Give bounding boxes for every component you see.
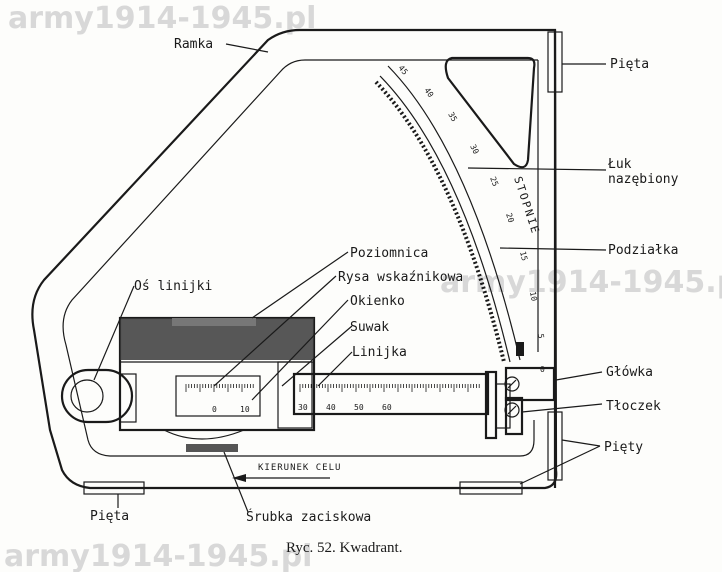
watermark-top: army1914-1945.pl xyxy=(8,1,316,36)
labels: Ramka Pięta Łuk nazębiony Podziałka Pozi… xyxy=(90,37,679,556)
arc-tick-45: 45 xyxy=(396,64,409,77)
arc-scale: 45 40 35 30 25 20 15 10 5 0 STOPNIE xyxy=(396,64,545,374)
figure-caption: Ryc. 52. Kwadrant. xyxy=(286,540,402,556)
label-suwak: Suwak xyxy=(350,320,389,335)
label-piety: Pięty xyxy=(604,440,643,455)
arc-tick-0: 0 xyxy=(540,365,545,374)
arc-tick-35: 35 xyxy=(446,111,459,124)
heel-left xyxy=(83,481,145,495)
label-linijka: Linijka xyxy=(352,345,407,360)
clamp-screw xyxy=(163,429,245,452)
leader-lines xyxy=(93,43,607,513)
heel-right-bottom xyxy=(459,481,523,495)
direction-arrow: KIERUNEK CELU xyxy=(232,463,341,482)
frame xyxy=(31,28,558,490)
label-rysa: Rysa wskaźnikowa xyxy=(338,270,463,285)
triangle-cutout xyxy=(444,56,536,169)
ruler-tick-50: 50 xyxy=(354,403,364,412)
slider xyxy=(277,361,313,429)
label-glowka: Główka xyxy=(606,365,653,380)
ruler-axis xyxy=(60,368,134,424)
label-okienko: Okienko xyxy=(350,294,405,309)
watermark-middle: army1914-1945.pl xyxy=(440,265,722,300)
watermark-bottom: army1914-1945.pl xyxy=(4,539,312,572)
arc-tick-10: 10 xyxy=(528,291,539,302)
arc-tick-20: 20 xyxy=(504,212,516,224)
label-srubka: Śrubka zaciskowa xyxy=(246,509,371,525)
direction-label: KIERUNEK CELU xyxy=(258,463,341,473)
label-luk: Łuk xyxy=(607,157,632,172)
label-tloczek: Tłoczek xyxy=(606,399,661,414)
heel-top xyxy=(547,31,563,93)
heel-right xyxy=(547,411,563,481)
arc-tick-30: 30 xyxy=(468,143,480,156)
ruler: 30 40 50 60 xyxy=(292,372,490,416)
ruler-tick-30: 30 xyxy=(298,403,308,412)
arc-tick-5: 5 xyxy=(536,333,545,339)
label-podzialka: Podziałka xyxy=(608,243,678,258)
arc-tick-15: 15 xyxy=(518,250,529,262)
window-tick-0: 0 xyxy=(212,405,217,414)
arc-tick-25: 25 xyxy=(488,175,500,187)
label-os: Oś linijki xyxy=(134,279,212,294)
ruler-tick-40: 40 xyxy=(326,403,336,412)
label-ramka: Ramka xyxy=(174,37,213,52)
level-body xyxy=(118,316,316,432)
arc-tick-40: 40 xyxy=(422,86,435,99)
toothed-arc xyxy=(374,65,521,363)
window: 0 10 xyxy=(175,375,261,417)
label-poziomnica: Poziomnica xyxy=(350,246,428,261)
head-and-plunger xyxy=(484,342,556,440)
label-luk-2: nazębiony xyxy=(608,172,679,187)
ruler-tick-60: 60 xyxy=(382,403,392,412)
label-pieta-top: Pięta xyxy=(610,57,649,72)
window-tick-10: 10 xyxy=(240,405,250,414)
label-pieta-bottom: Pięta xyxy=(90,509,129,524)
